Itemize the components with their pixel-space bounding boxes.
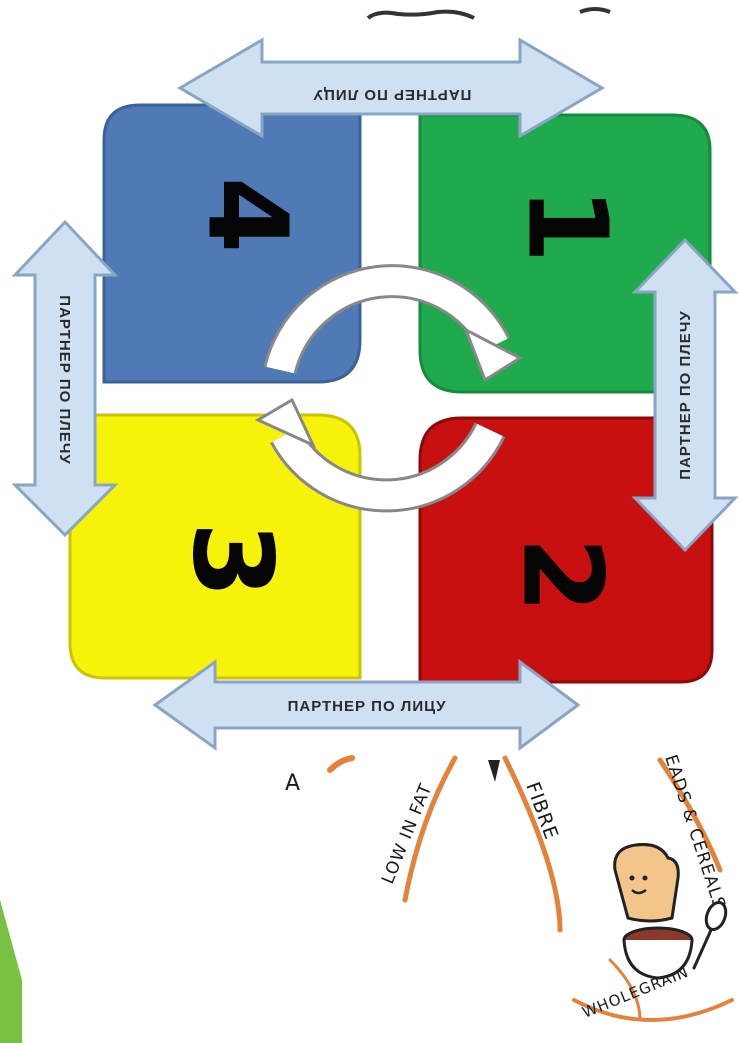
green-accent-shape: [0, 900, 22, 1043]
bread-icon: [615, 845, 679, 921]
pencil-tip-icon: [488, 760, 500, 782]
doodle-word-a: A: [285, 771, 301, 796]
doodle-word-low-in-fat: LOW IN FAT: [378, 781, 436, 887]
spoon-icon: [694, 900, 729, 968]
